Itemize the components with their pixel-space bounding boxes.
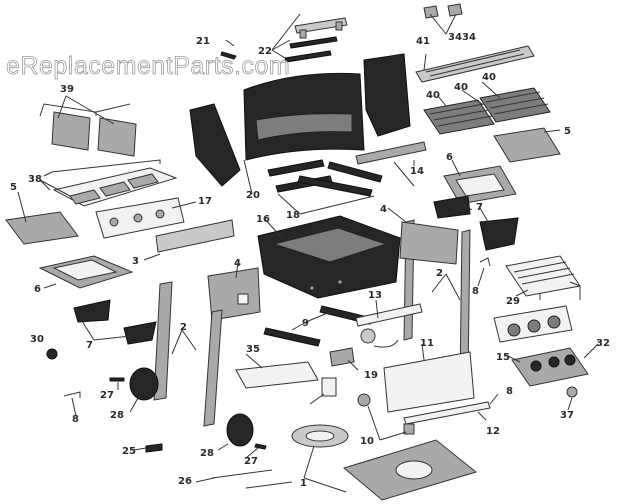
lid-end-cap-part: [189, 53, 411, 187]
condiment-basket-part: [505, 255, 581, 300]
callout-12: 12: [486, 426, 500, 437]
caster-part: [145, 443, 163, 453]
callout-19: 19: [364, 370, 378, 381]
callout-30: 30: [30, 334, 44, 345]
watermark: eReplacementParts.com: [6, 52, 290, 80]
control-knob-part: [511, 347, 589, 387]
callout-35: 35: [246, 344, 260, 355]
callout-34: 34: [448, 32, 462, 43]
leader-lines: [17, 13, 599, 493]
end-panel-right-part: [433, 195, 519, 251]
callout-3: 3: [132, 256, 139, 267]
callout-15: 15: [496, 352, 510, 363]
callout-2: 2: [436, 268, 443, 279]
callout-18: 18: [286, 210, 300, 221]
callout-11: 11: [420, 338, 434, 349]
callout-25: 25: [122, 446, 136, 457]
control-panel-part: [207, 267, 261, 321]
screw-part: [220, 51, 237, 60]
burner-frame-part: [95, 197, 185, 239]
thermometer-part: [355, 141, 427, 187]
callout-37: 37: [560, 410, 574, 421]
cart-front-panel-part: [383, 351, 475, 413]
callout-32: 32: [596, 338, 610, 349]
callout-8: 8: [472, 286, 479, 297]
callout-39: 39: [60, 84, 74, 95]
callout-38: 38: [28, 174, 42, 185]
callout-27: 27: [244, 456, 258, 467]
callout-21: 21: [196, 36, 210, 47]
callout-17: 17: [198, 196, 212, 207]
callout-29: 29: [506, 296, 520, 307]
lid-handle-part: [284, 17, 348, 63]
callout-27: 27: [100, 390, 114, 401]
callout-6: 6: [34, 284, 41, 295]
callout-5: 5: [564, 126, 571, 137]
bottom-shelf-part: [342, 439, 478, 501]
callout-40: 40: [454, 82, 468, 93]
callout-4: 4: [380, 204, 387, 215]
burner-set-part: [43, 159, 178, 207]
tank-ring-part: [291, 424, 349, 448]
cross-brace-part: [263, 305, 373, 347]
callout-28: 28: [110, 410, 124, 421]
callout-20: 20: [246, 190, 260, 201]
grease-cup-part: [321, 377, 337, 397]
axle-pin-part: [109, 377, 267, 450]
fitting-part: [357, 393, 415, 435]
callout-40: 40: [426, 90, 440, 101]
callout-14: 14: [410, 166, 424, 177]
callout-numbers: 21 22 34 41 40 40 40 39 5 38 5 14 6 17 2…: [10, 32, 610, 489]
callout-10: 10: [360, 436, 374, 447]
side-shelf-right-part: [493, 127, 561, 163]
tray-bracket-part: [329, 347, 355, 367]
cart-panel-right-part: [399, 221, 459, 265]
callout-9: 9: [302, 318, 309, 329]
callout-13: 13: [368, 290, 382, 301]
hardware-part: [211, 469, 293, 489]
callout-2: 2: [180, 322, 187, 333]
cooking-grate-part: [423, 87, 551, 135]
grill-lid-part: [243, 72, 365, 161]
callout-26: 26: [178, 476, 192, 487]
callout-1: 1: [300, 478, 307, 489]
side-shelf-frame-left-part: [38, 255, 134, 289]
cross-bar-part: [403, 401, 491, 425]
callout-40: 40: [482, 72, 496, 83]
handle-bracket-part: [423, 3, 463, 19]
callout-4: 4: [234, 258, 241, 269]
wheel-part: [129, 367, 254, 447]
callout-22: 22: [258, 46, 272, 57]
knob-plate-part: [493, 305, 573, 343]
end-panel-left-part: [73, 299, 157, 345]
callout-8: 8: [72, 414, 79, 425]
callout-8: 8: [506, 386, 513, 397]
gas-manifold-part: [355, 303, 423, 348]
firebox-part: [257, 215, 401, 299]
burner-tube-part: [267, 159, 383, 197]
callout-7: 7: [476, 202, 483, 213]
igniter-button-part: [566, 386, 578, 398]
callout-16: 16: [256, 214, 270, 225]
grease-tray-part: [235, 361, 319, 389]
callout-34: 34: [462, 32, 476, 43]
callout-41: 41: [416, 36, 430, 47]
heat-deflector-part: [155, 219, 235, 253]
callout-6: 6: [446, 152, 453, 163]
heat-shield-part: [39, 103, 137, 157]
side-shelf-frame-part: [443, 165, 517, 205]
callout-28: 28: [200, 448, 214, 459]
hook-part: [63, 257, 491, 398]
callout-5: 5: [10, 182, 17, 193]
side-shelf-left-part: [5, 211, 79, 245]
warming-rack-part: [415, 45, 535, 83]
callout-7: 7: [86, 340, 93, 351]
